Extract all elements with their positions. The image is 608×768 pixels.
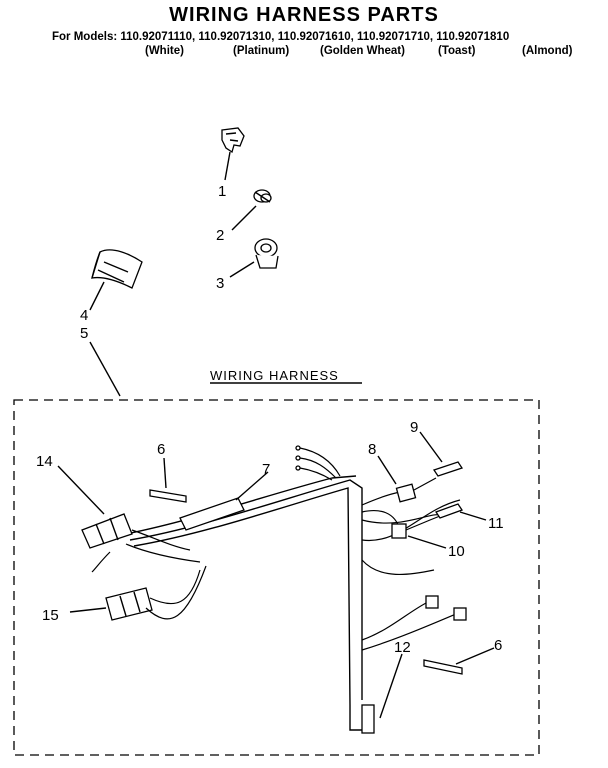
part-4-5-sleeve [91,249,143,289]
callout-14: 14 [36,453,53,470]
part-8-connector [395,477,437,503]
callout-12: 12 [394,639,411,656]
callout-7: 7 [262,461,270,478]
part-1-clip [221,127,245,154]
callout-6b: 6 [494,637,502,654]
leader-5 [89,341,121,397]
part-11-terminal [435,503,463,519]
harness-trunk [125,445,363,706]
leader-1 [224,151,231,181]
part-9-terminal [432,461,464,477]
callout-5: 5 [80,325,88,342]
page-title: WIRING HARNESS PARTS [169,4,439,26]
leader-2 [231,205,257,231]
part-2-bushing [253,189,272,203]
leader-12 [379,653,403,719]
leader-11 [459,511,487,521]
harness-right-branches [361,491,461,575]
part-7-cover [179,497,245,531]
leader-4 [89,281,105,311]
leader-7 [235,471,269,501]
leader-9 [419,431,443,463]
part-3-strain-relief [254,238,279,269]
leader-3 [229,261,255,278]
color-platinum: (Platinum) [233,45,290,57]
part-10-connector [391,507,461,539]
color-toast: (Toast) [438,45,476,57]
callout-10: 10 [448,543,465,560]
part-15-connector [105,565,207,621]
callout-6a: 6 [157,441,165,458]
leader-6a [163,457,167,489]
color-golden-wheat: (Golden Wheat) [320,45,405,57]
part-6-clip-left [149,489,187,503]
leader-6b [455,647,495,665]
callout-8: 8 [368,441,376,458]
callout-1: 1 [218,183,226,200]
color-almond: (Almond) [522,45,573,57]
leader-14 [57,465,105,515]
models-line: For Models: 110.92071110, 110.92071310, … [52,31,510,43]
callout-3: 3 [216,275,224,292]
leader-10 [407,535,447,549]
lower-right-connectors [361,595,467,651]
callout-9: 9 [410,419,418,436]
leader-15 [69,607,107,613]
part-14-connector [81,513,201,573]
leader-8 [377,455,397,485]
part-6-clip-right [423,659,463,675]
callout-15: 15 [42,607,59,624]
callout-4: 4 [80,307,88,324]
part-12-connector [349,704,375,734]
harness-boundary [13,399,540,756]
callout-2: 2 [216,227,224,244]
section-label: WIRING HARNESS [210,368,339,383]
callout-11: 11 [488,515,504,532]
color-white: (White) [145,45,184,57]
